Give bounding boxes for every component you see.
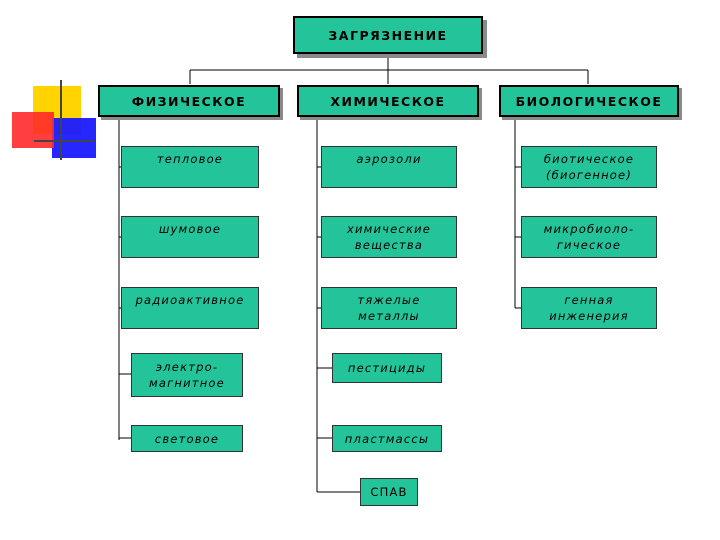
item-label: шумовое	[158, 222, 222, 236]
category-biological-label: БИОЛОГИЧЕСКОЕ	[515, 93, 663, 109]
item-label: пластмассы	[344, 431, 430, 446]
decorative-vertical-line	[60, 80, 62, 160]
chemical-item-plastics: пластмассы	[332, 425, 442, 452]
item-label: тепловое	[156, 152, 224, 166]
category-physical: ФИЗИЧЕСКОЕ	[98, 85, 280, 117]
decorative-red-square	[12, 112, 54, 148]
physical-item-light: световое	[131, 425, 243, 452]
biological-item-microbiological: микробиоло- гическое	[521, 216, 657, 258]
chemical-item-pesticides: пестициды	[332, 353, 442, 383]
item-label: химические вещества	[346, 222, 432, 252]
item-label: генная инженерия	[549, 293, 629, 323]
physical-item-noise: шумовое	[121, 216, 259, 258]
item-label: тяжелые металлы	[357, 293, 421, 323]
category-chemical-label: ХИМИЧЕСКОЕ	[330, 93, 446, 109]
decorative-horizontal-line	[34, 140, 94, 142]
item-label: радиоактивное	[135, 293, 245, 307]
root-node-pollution: ЗАГРЯЗНЕНИЕ	[293, 16, 483, 54]
item-label: СПАВ	[370, 485, 408, 499]
chemical-item-aerosols: аэрозоли	[321, 146, 457, 188]
item-label: световое	[154, 431, 220, 446]
item-label: электро- магнитное	[149, 360, 225, 390]
item-label: аэрозоли	[356, 152, 422, 166]
item-label: микробиоло- гическое	[543, 222, 635, 252]
category-physical-label: ФИЗИЧЕСКОЕ	[131, 93, 247, 109]
chemical-item-heavy-metals: тяжелые металлы	[321, 287, 457, 329]
item-label: пестициды	[347, 361, 427, 375]
root-node-label: ЗАГРЯЗНЕНИЕ	[328, 27, 448, 43]
decorative-blue-square	[52, 118, 96, 158]
biological-item-biotic: биотическое (биогенное)	[521, 146, 657, 188]
category-biological: БИОЛОГИЧЕСКОЕ	[499, 85, 679, 117]
biological-item-genetic-engineering: генная инженерия	[521, 287, 657, 329]
chemical-item-surfactants: СПАВ	[360, 478, 418, 506]
physical-item-radioactive: радиоактивное	[121, 287, 259, 329]
physical-item-electromagnetic: электро- магнитное	[131, 353, 243, 397]
item-label: биотическое (биогенное)	[543, 152, 635, 182]
category-chemical: ХИМИЧЕСКОЕ	[297, 85, 479, 117]
physical-item-thermal: тепловое	[121, 146, 259, 188]
chemical-item-chemicals: химические вещества	[321, 216, 457, 258]
